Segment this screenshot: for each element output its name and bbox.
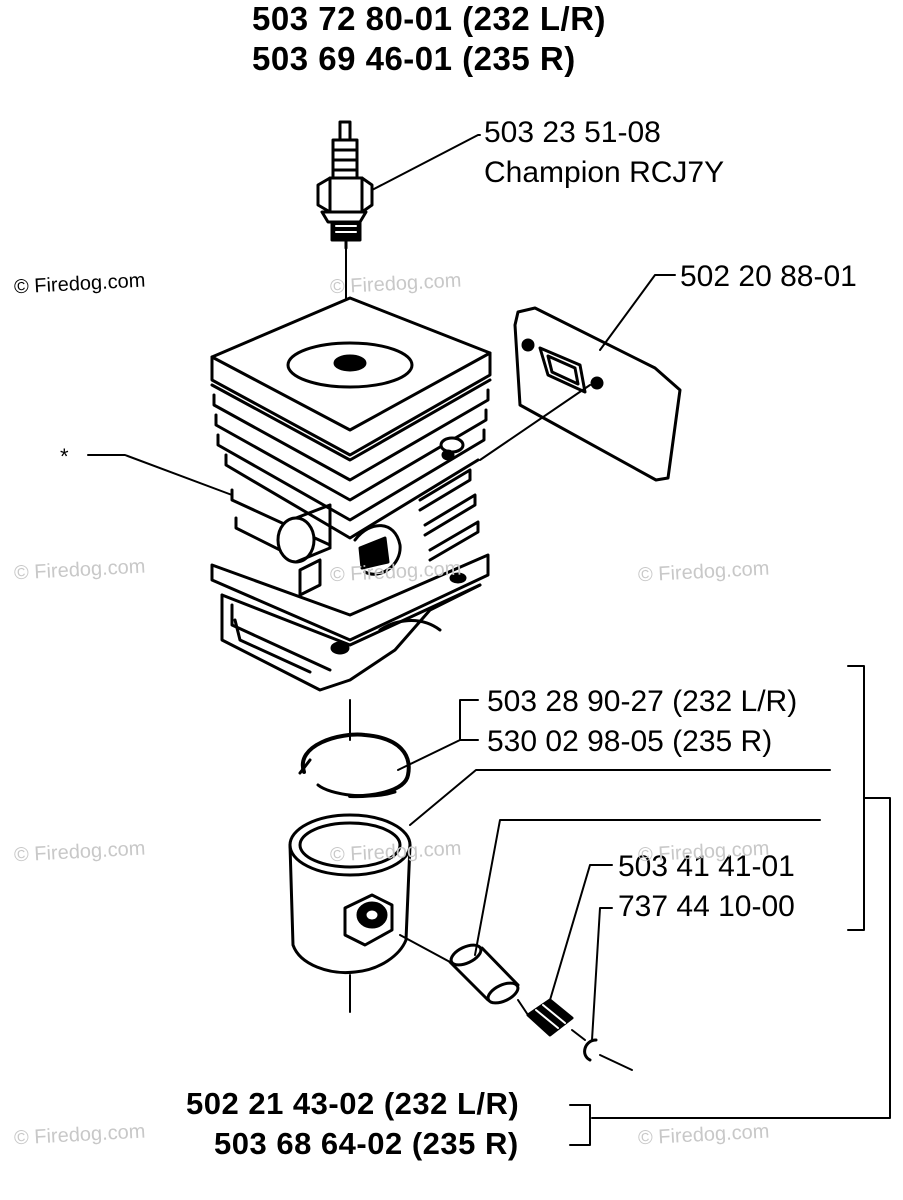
spark-plug-icon [316, 120, 374, 250]
piston-ring-icon [298, 732, 411, 799]
piston-icon [288, 813, 412, 975]
needle-bearing-icon [526, 998, 574, 1037]
kit-bracket [847, 665, 865, 931]
piston-part-number-235: 503 68 64-02 (235 R) [214, 1126, 519, 1161]
gasket-leader [599, 274, 676, 351]
ring-leader-top [397, 699, 479, 771]
wrist-pin-leader [474, 819, 821, 956]
gasket-to-cylinder-line [479, 384, 591, 461]
kit-bracket-link [591, 797, 891, 1119]
piston-bracket [569, 1104, 591, 1146]
spark-plug-name: Champion RCJ7Y [484, 156, 725, 189]
assembly-part-number-1: 503 72 80-01 (232 L/R) [252, 0, 607, 37]
bearing-leader [549, 864, 613, 1001]
circlip-icon [583, 1038, 598, 1062]
wrist-pin-icon [448, 943, 520, 1005]
assembly-part-number-2: 503 69 46-01 (235 R) [252, 40, 576, 77]
circlip-part-number: 737 44 10-00 [618, 890, 795, 923]
ring-part-number-235: 530 02 98-05 (235 R) [487, 725, 773, 758]
bearing-part-number: 503 41 41-01 [618, 850, 795, 883]
ring-part-number-232: 503 28 90-27 (232 L/R) [487, 685, 798, 718]
gasket-part-number: 502 20 88-01 [680, 260, 857, 293]
asterisk-leader [87, 454, 233, 496]
exhaust-gasket-icon [513, 306, 682, 482]
spark-plug-part-number: 503 23 51-08 [484, 116, 661, 149]
asterisk-marker: * [60, 444, 69, 469]
cylinder-icon [210, 296, 492, 692]
piston-ring-top-line [409, 769, 831, 826]
spark-plug-leader [371, 134, 481, 191]
circlip-leader [591, 907, 613, 1041]
piston-part-number-232: 502 21 43-02 (232 L/R) [186, 1086, 520, 1121]
